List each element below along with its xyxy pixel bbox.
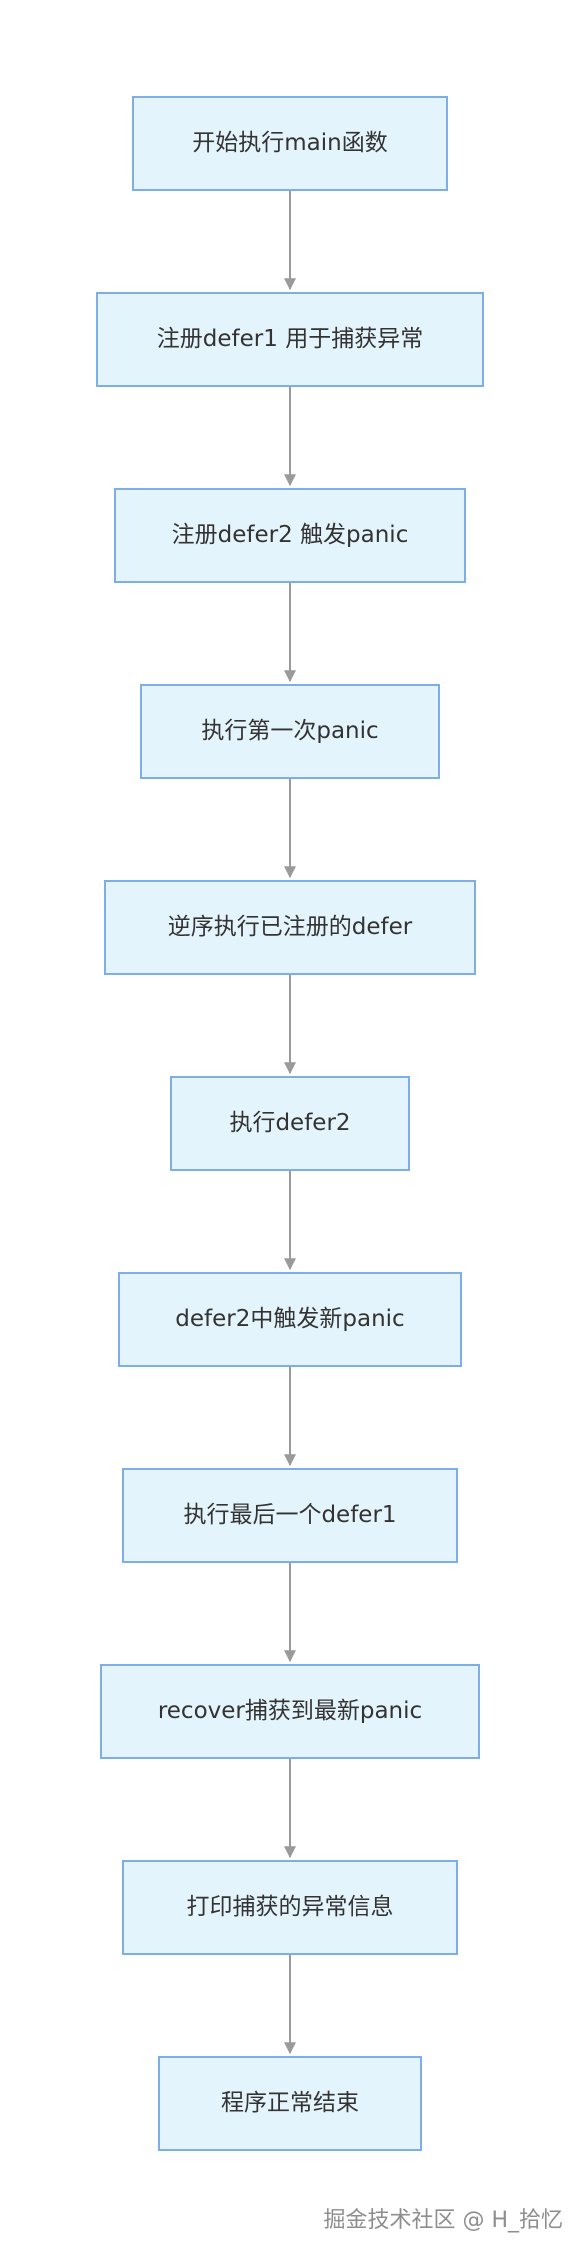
flow-node-print-error: 打印捕获的异常信息 [122,1860,458,1955]
node-label: 注册defer1 用于捕获异常 [156,326,424,352]
flow-node-register-defer1: 注册defer1 用于捕获异常 [96,292,484,387]
watermark: 掘金技术社区 @ H_拾忆 [323,2208,563,2233]
flow-node-start-main: 开始执行main函数 [132,96,448,191]
node-label: 逆序执行已注册的defer [167,914,413,940]
flow-node-reverse-defer: 逆序执行已注册的defer [104,880,476,975]
node-label: recover捕获到最新panic [157,1698,423,1724]
node-label: 程序正常结束 [221,2090,359,2116]
flow-node-register-defer2: 注册defer2 触发panic [114,488,466,583]
flow-node-recover: recover捕获到最新panic [100,1664,480,1759]
node-label: 打印捕获的异常信息 [186,1894,394,1920]
flow-node-normal-end: 程序正常结束 [158,2056,422,2151]
flow-node-first-panic: 执行第一次panic [140,684,440,779]
node-label: 注册defer2 触发panic [171,522,409,548]
node-label: 执行最后一个defer1 [183,1502,397,1528]
node-label: 执行第一次panic [201,718,379,744]
node-label: 执行defer2 [229,1110,351,1136]
flow-node-execute-defer1: 执行最后一个defer1 [122,1468,458,1563]
node-label: 开始执行main函数 [192,130,388,156]
flow-node-new-panic: defer2中触发新panic [118,1272,462,1367]
node-label: defer2中触发新panic [175,1306,405,1332]
flow-node-execute-defer2: 执行defer2 [170,1076,410,1171]
